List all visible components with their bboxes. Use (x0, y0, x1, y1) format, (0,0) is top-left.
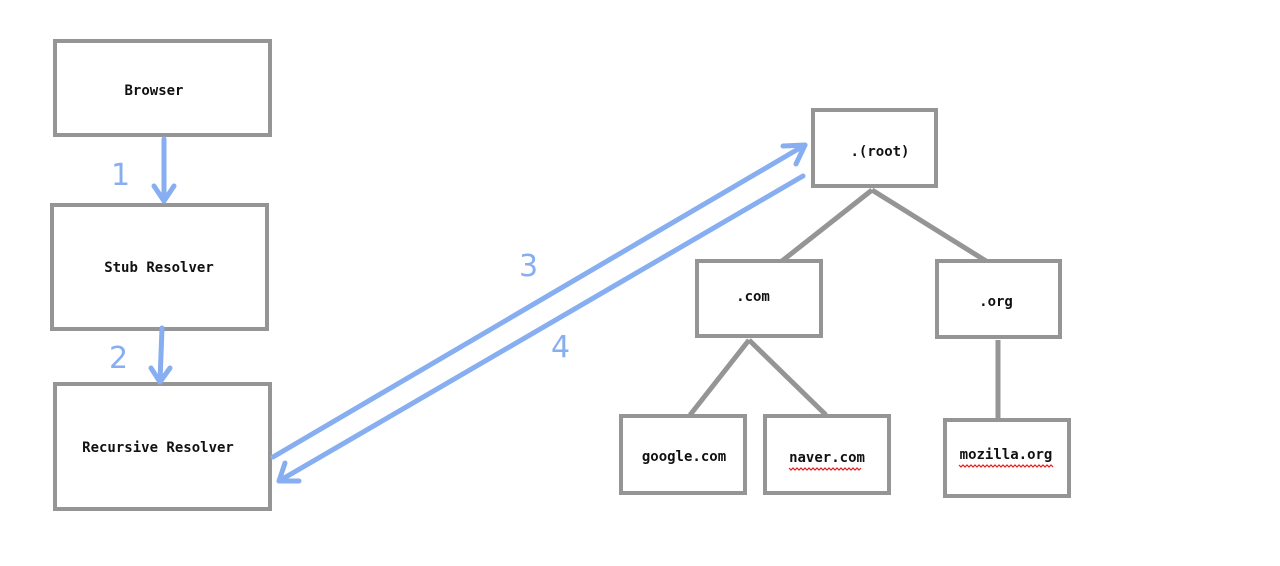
flow-arrow-2 (148, 325, 173, 385)
node-mozilla: mozilla.org (943, 418, 1071, 498)
node-naver-label: naver.com (789, 450, 865, 466)
arrow-3-shaft (270, 142, 808, 460)
step-number-1: 1 (111, 158, 130, 193)
step-number-2: 2 (109, 341, 128, 376)
node-browser-box (53, 39, 272, 137)
node-browser: Browser (53, 39, 272, 137)
flow-arrow-1 (151, 136, 177, 204)
flow-arrow-4 (276, 173, 806, 484)
node-google-label: google.com (642, 449, 726, 465)
node-mozilla-box (943, 418, 1071, 498)
mozilla-spellcheck-squiggle (958, 464, 1054, 468)
node-root-box (811, 108, 938, 188)
edge-root-com (780, 188, 874, 263)
edge-com-naver (747, 338, 828, 417)
node-stub-resolver: Stub Resolver (50, 203, 269, 331)
edge-root-org (870, 187, 988, 264)
node-org-label: .org (979, 294, 1013, 310)
node-naver-box (763, 414, 891, 495)
node-root-label: .(root) (850, 144, 909, 160)
arrow-2-shaft (157, 325, 165, 385)
node-org-box (935, 259, 1062, 339)
arrow-2-head (148, 365, 173, 385)
flow-arrow-3 (270, 142, 808, 460)
node-com-box (695, 259, 823, 338)
node-recursive-resolver-box (53, 382, 272, 511)
node-recursive-resolver-label: Recursive Resolver (82, 440, 234, 456)
arrow-4-shaft (276, 173, 806, 484)
node-browser-label: Browser (124, 83, 183, 99)
arrow-3-head (780, 142, 808, 167)
tree-connectors (688, 187, 1001, 419)
arrow-1-head (151, 183, 177, 204)
node-com-label: .com (736, 289, 770, 305)
node-naver: naver.com (763, 414, 891, 495)
node-recursive-resolver: Recursive Resolver (53, 382, 272, 511)
arrow-4-head (276, 460, 302, 484)
node-stub-resolver-label: Stub Resolver (104, 260, 214, 276)
step-number-4: 4 (551, 330, 570, 365)
node-root: .(root) (811, 108, 938, 188)
step-number-3: 3 (519, 249, 538, 284)
node-org: .org (935, 259, 1062, 339)
naver-spellcheck-squiggle (788, 467, 862, 471)
node-google: google.com (619, 414, 747, 495)
node-google-box (619, 414, 747, 495)
node-mozilla-label: mozilla.org (960, 447, 1053, 463)
edge-com-google (688, 338, 751, 417)
node-com: .com (695, 259, 823, 338)
